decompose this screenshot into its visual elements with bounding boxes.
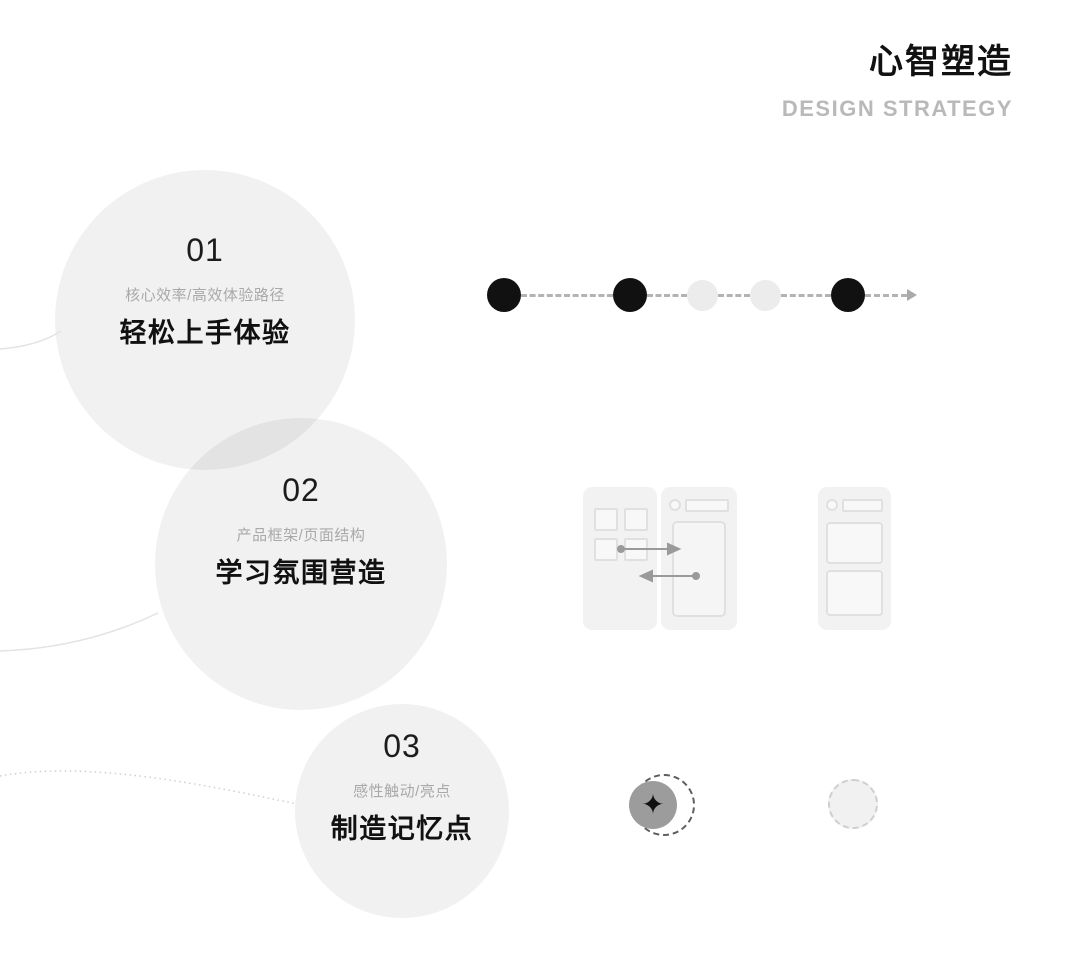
sparkle-icon: ✦ bbox=[641, 789, 665, 820]
step-title: 制造记忆点 bbox=[330, 814, 474, 844]
step-circle-02: 02 产品框架/页面结构 学习氛围营造 bbox=[155, 418, 447, 710]
slide-header: 心智塑造 DESIGN STRATEGY bbox=[782, 34, 1013, 122]
step-number: 03 bbox=[383, 728, 421, 764]
page-title: 心智塑造 bbox=[869, 43, 1013, 81]
step-caption: 感性触动/亮点 bbox=[353, 783, 451, 800]
header-bar bbox=[685, 499, 729, 512]
step-number: 02 bbox=[282, 472, 320, 508]
progress-dot-3 bbox=[687, 279, 718, 311]
avatar-dot bbox=[826, 499, 838, 511]
dash-segment bbox=[718, 293, 750, 297]
arrow-dash-segment bbox=[865, 288, 917, 301]
step-caption: 产品框架/页面结构 bbox=[236, 527, 366, 544]
grid-tile bbox=[624, 538, 648, 561]
step-caption: 核心效率/高效体验路径 bbox=[125, 287, 285, 304]
progress-dot-4 bbox=[750, 279, 781, 311]
step-circle-03: 03 感性触动/亮点 制造记忆点 bbox=[295, 704, 509, 918]
grid-tile bbox=[624, 508, 648, 531]
step-title: 轻松上手体验 bbox=[119, 318, 291, 348]
wireframe-screen-grid bbox=[583, 487, 657, 630]
step-title: 学习氛围营造 bbox=[215, 558, 387, 588]
progress-dot-1 bbox=[487, 278, 521, 312]
avatar-dot bbox=[669, 499, 681, 511]
header-bar bbox=[842, 499, 883, 512]
dash-segment bbox=[521, 293, 613, 297]
page-subtitle: DESIGN STRATEGY bbox=[781, 96, 1013, 121]
sparkle-circle: ✦ bbox=[629, 781, 677, 829]
step-number: 01 bbox=[186, 232, 224, 268]
wireframe-phones bbox=[583, 487, 903, 632]
wireframe-screen-list bbox=[818, 487, 891, 630]
connector-line-1 bbox=[0, 330, 62, 350]
content-block bbox=[672, 521, 726, 617]
wireframe-screen-detail bbox=[661, 487, 737, 630]
progress-dot-2 bbox=[613, 278, 647, 312]
dash-segment bbox=[781, 293, 831, 297]
dash-segment bbox=[647, 293, 687, 297]
connector-line-3 bbox=[0, 770, 298, 805]
memory-point-empty bbox=[828, 779, 878, 829]
content-block bbox=[826, 522, 883, 564]
step-circle-01: 01 核心效率/高效体验路径 轻松上手体验 bbox=[55, 170, 355, 470]
connector-line-2 bbox=[0, 612, 159, 652]
memory-point-active: ✦ bbox=[627, 774, 697, 842]
progress-dot-5 bbox=[831, 278, 865, 312]
grid-tile bbox=[594, 538, 618, 561]
grid-tile bbox=[594, 508, 618, 531]
progress-dots bbox=[487, 278, 917, 312]
content-block bbox=[826, 570, 883, 616]
